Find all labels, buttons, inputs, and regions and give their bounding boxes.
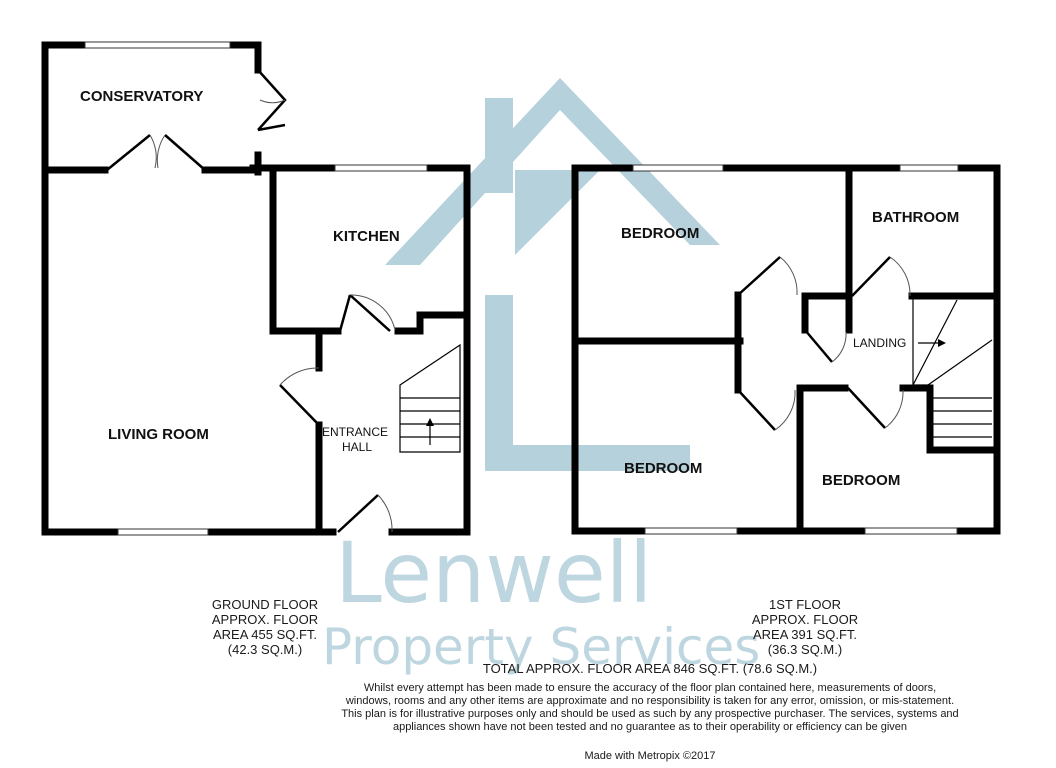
bedroom-1-label: BEDROOM — [621, 225, 699, 242]
kitchen-window — [334, 164, 428, 172]
entrance-hall-label-line2: HALL — [342, 440, 372, 454]
bathroom-wall — [801, 164, 1001, 334]
conservatory-french-door — [106, 134, 206, 171]
first-floor-outer-wall — [571, 164, 1001, 535]
living-room-window — [117, 528, 209, 536]
bedroom-2-window — [644, 527, 738, 535]
watermark-company-tagline: Property Services — [322, 618, 760, 676]
first-floor-stairs — [912, 298, 993, 438]
bedroom-1-door — [737, 256, 781, 296]
living-room-label: LIVING ROOM — [108, 426, 209, 443]
kitchen-door — [338, 294, 391, 332]
living-room-door — [279, 384, 320, 426]
stair-arrow-icon — [426, 418, 434, 426]
bedroom-3-label: BEDROOM — [822, 472, 900, 489]
bedroom-3-window — [864, 527, 958, 535]
bathroom-label: BATHROOM — [872, 209, 959, 226]
bathroom-window — [899, 164, 959, 172]
metropix-credit: Made with Metropix ©2017 — [584, 750, 716, 762]
bedroom-3-door — [847, 387, 886, 429]
disclaimer-text: Whilst every attempt has been made to en… — [341, 682, 959, 733]
ground-floor-area: GROUND FLOOR APPROX. FLOOR AREA 455 SQ.F… — [211, 597, 319, 657]
ground-floor-stairs — [399, 343, 461, 453]
ground-floor-plan: CONSERVATORY KITCHEN LIVING ROOM ENTRANC… — [41, 41, 471, 536]
landing-stair-arrow-icon — [938, 339, 946, 347]
bedroom-3-wall — [796, 384, 1001, 535]
bathroom-door — [851, 256, 891, 297]
first-floor-plan: BEDROOM BATHROOM LANDING BEDROOM BEDROOM — [571, 164, 1001, 535]
front-door — [337, 494, 379, 533]
watermark-house-icon — [385, 78, 720, 471]
total-floor-area: TOTAL APPROX. FLOOR AREA 846 SQ.FT. (78.… — [482, 661, 818, 676]
landing-label: LANDING — [853, 336, 906, 350]
conservatory-side-door — [257, 69, 287, 132]
ground-floor-outer-wall — [41, 164, 471, 536]
entrance-hall-label-line1: ENTRANCE — [322, 425, 388, 439]
cupboard-door — [804, 329, 833, 363]
conservatory-label: CONSERVATORY — [80, 88, 203, 105]
kitchen-wall — [269, 164, 471, 335]
kitchen-label: KITCHEN — [333, 228, 400, 245]
bedroom-2-door — [737, 389, 776, 431]
bedroom-1-window — [632, 164, 724, 172]
conservatory-wall — [41, 41, 262, 176]
watermark-company-name: Lenwell — [335, 524, 652, 622]
bedroom-2-label: BEDROOM — [624, 460, 702, 477]
first-floor-area: 1ST FLOOR APPROX. FLOOR AREA 391 SQ.FT. … — [751, 597, 859, 657]
conservatory-window — [84, 41, 231, 49]
